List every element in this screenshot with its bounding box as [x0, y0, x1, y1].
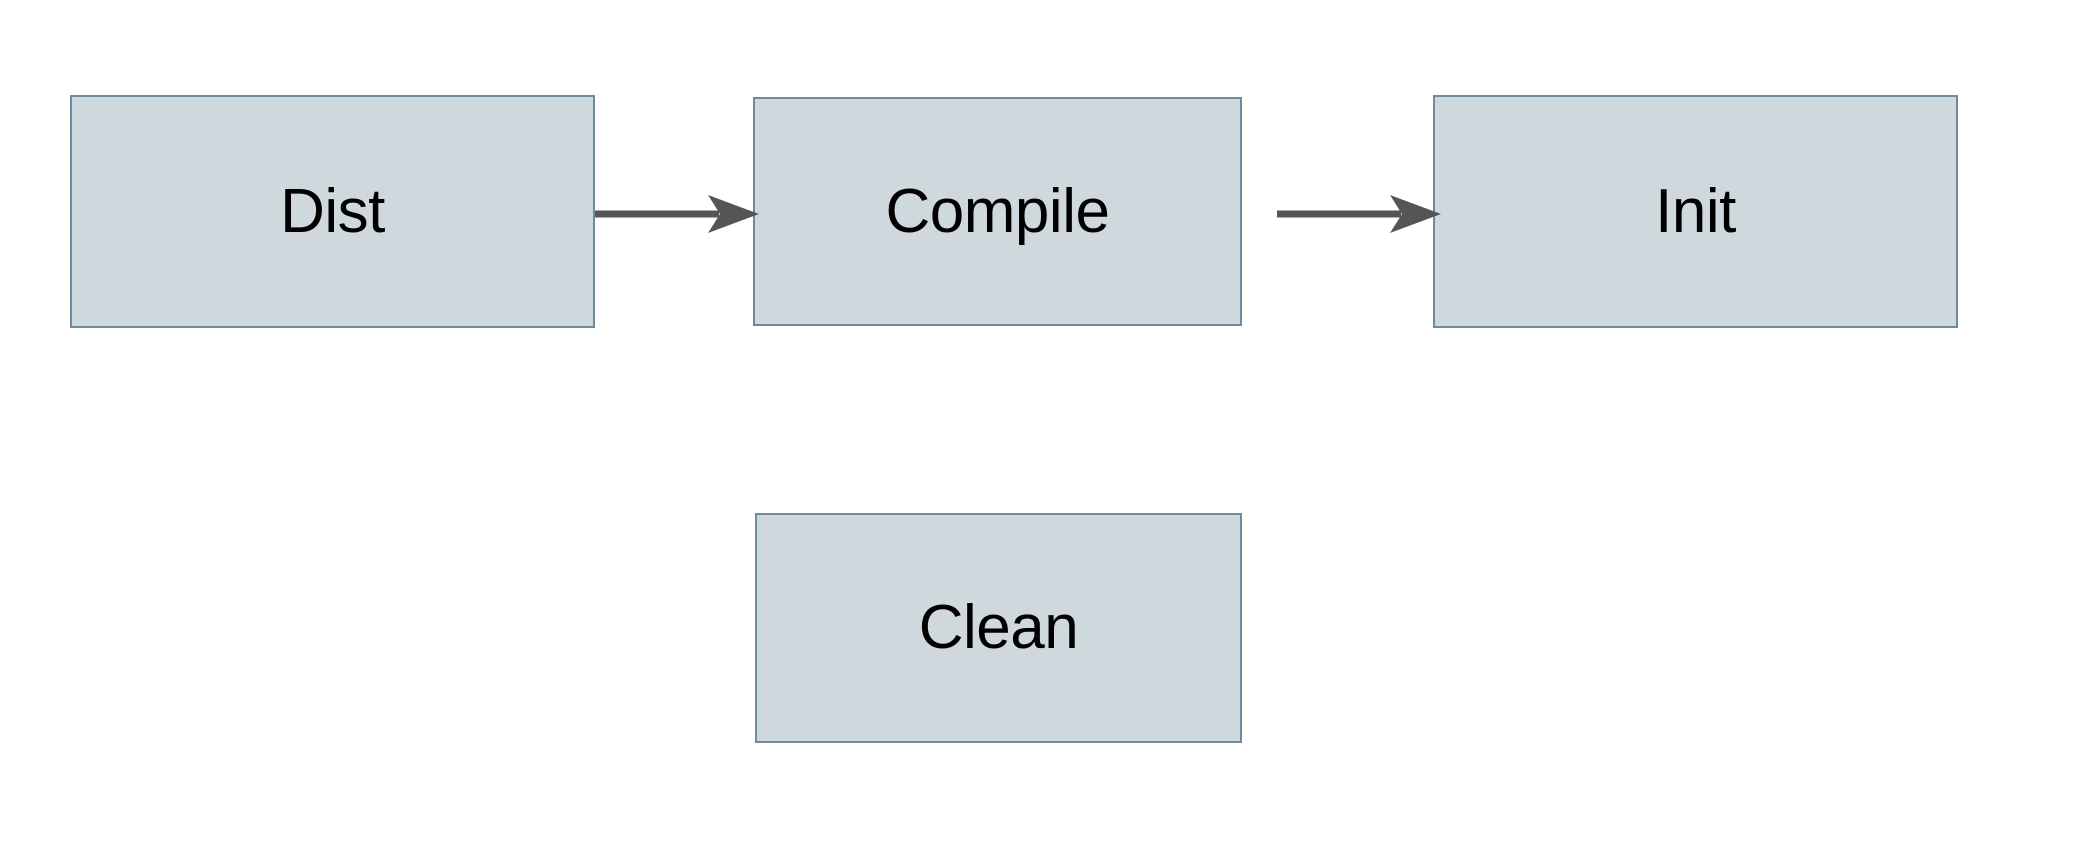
arrowhead-icon — [708, 195, 759, 233]
node-dist-label: Dist — [280, 176, 385, 246]
node-compile[interactable]: Compile — [753, 97, 1242, 326]
node-compile-label: Compile — [885, 176, 1110, 246]
node-clean[interactable]: Clean — [755, 513, 1242, 743]
node-clean-label: Clean — [918, 593, 1079, 662]
node-dist[interactable]: Dist — [70, 95, 595, 328]
edge-compile-to-init — [1277, 195, 1441, 233]
node-init[interactable]: Init — [1433, 95, 1958, 328]
node-init-label: Init — [1655, 176, 1736, 246]
edge-dist-to-compile — [595, 195, 759, 233]
